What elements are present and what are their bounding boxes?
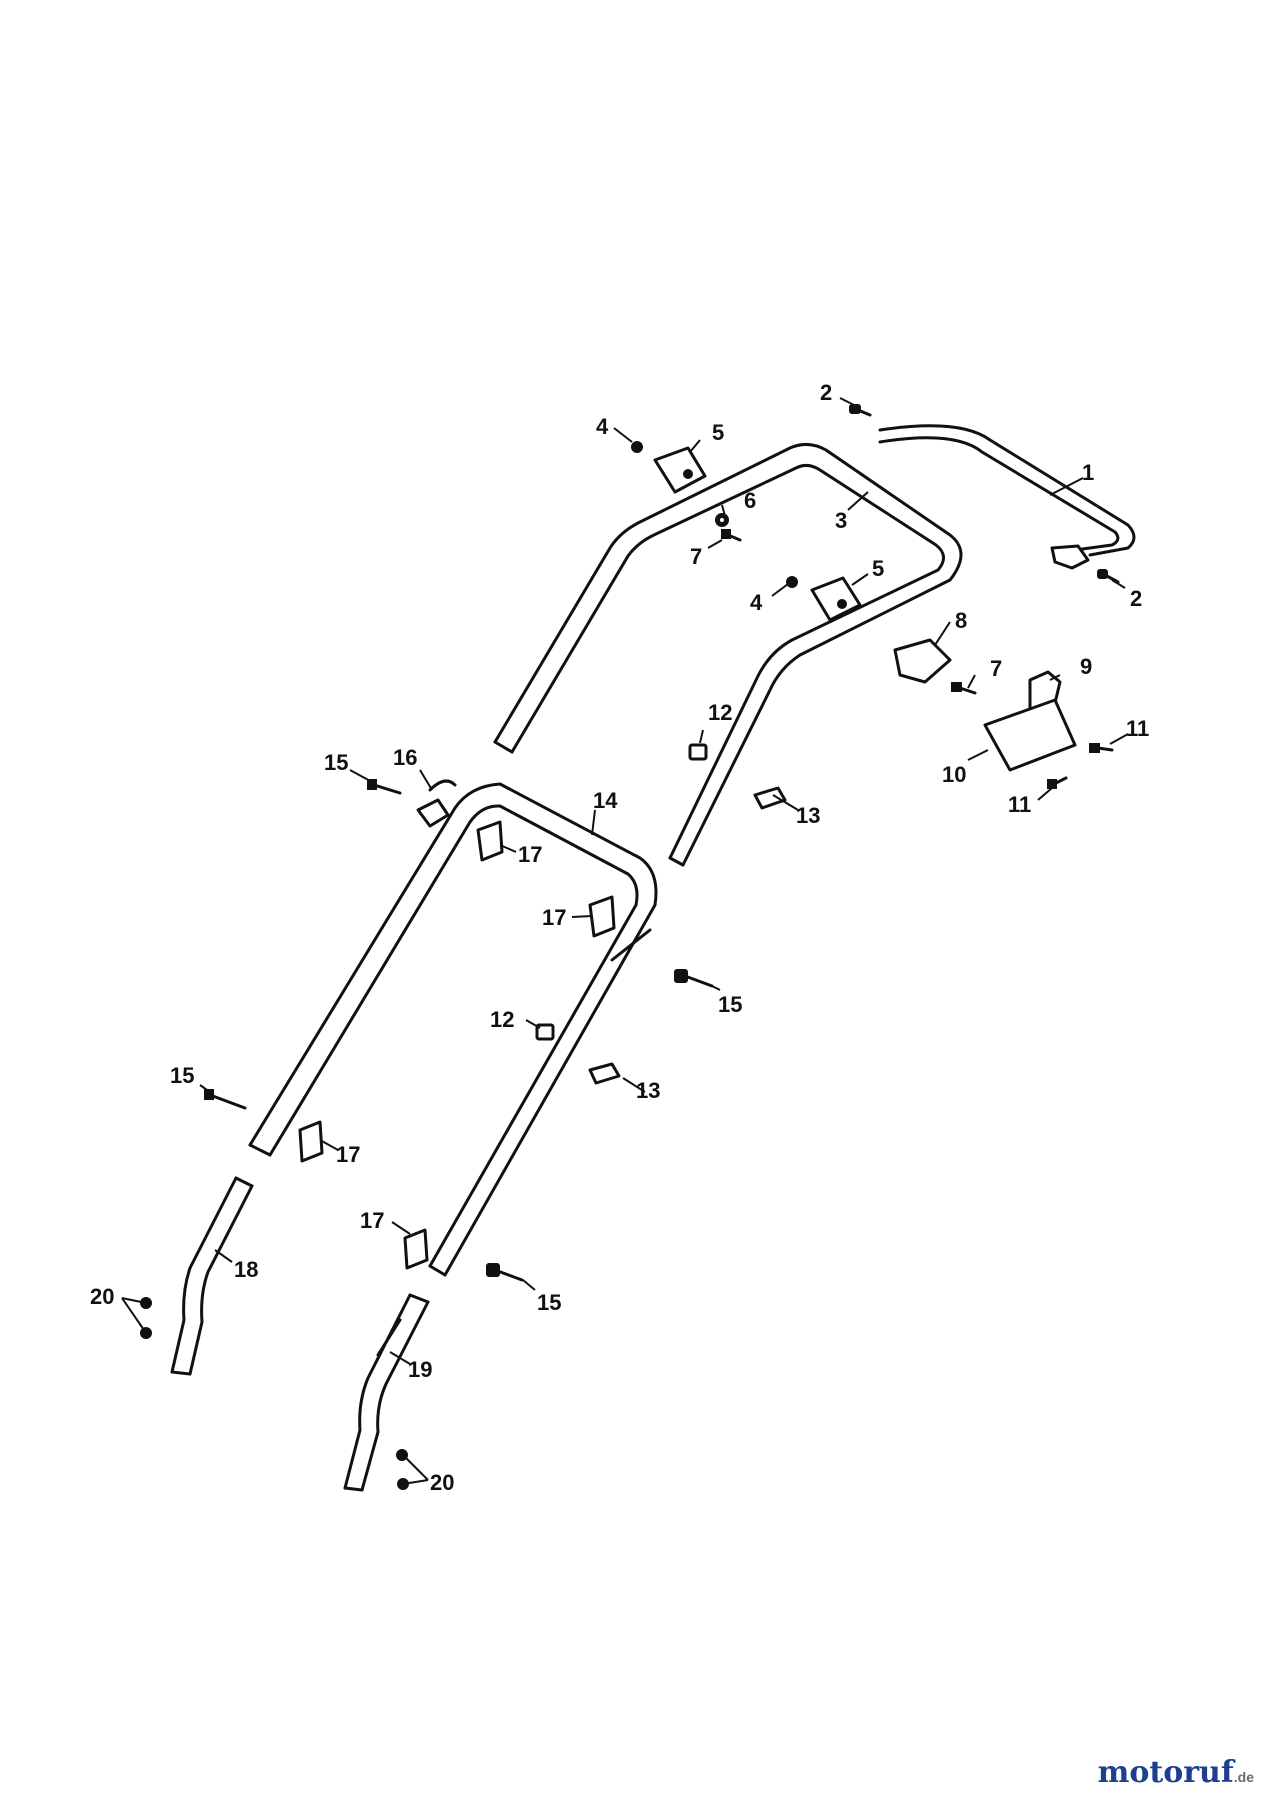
callout-17: 17 <box>542 905 566 930</box>
brand-name: motoruf <box>1097 1755 1234 1790</box>
callout-11: 11 <box>1008 792 1031 817</box>
brand-logo: motoruf.de <box>1098 1755 1254 1790</box>
callout-6: 6 <box>744 488 756 513</box>
callout-15: 15 <box>718 992 742 1017</box>
callout-12: 12 <box>708 700 732 725</box>
callout-18: 18 <box>234 1257 258 1282</box>
upper-handle-bar <box>493 443 963 867</box>
cable-guide <box>893 638 952 684</box>
callout-4: 4 <box>596 414 609 439</box>
cable-clip <box>416 779 457 828</box>
callout-8: 8 <box>955 608 967 633</box>
callout-10: 10 <box>942 762 966 787</box>
callout-16: 16 <box>393 745 417 770</box>
callout-3: 3 <box>835 508 847 533</box>
callout-7: 7 <box>990 656 1002 681</box>
lower-handle-bar <box>248 782 658 1277</box>
leader-lines <box>121 397 1129 1485</box>
callout-17: 17 <box>518 842 542 867</box>
callout-14: 14 <box>593 788 618 813</box>
callout-9: 9 <box>1080 654 1092 679</box>
callout-13: 13 <box>796 803 820 828</box>
brand-suffix: .de <box>1233 1769 1254 1785</box>
callout-2: 2 <box>820 380 832 405</box>
callout-19: 19 <box>408 1357 432 1382</box>
lower-left-tube <box>170 1176 254 1376</box>
callout-20: 20 <box>90 1284 114 1309</box>
handle-clamps <box>653 446 862 622</box>
bail-lever <box>878 424 1136 570</box>
callout-2: 2 <box>1130 586 1142 611</box>
callout-11: 11 <box>1126 716 1149 741</box>
callout-15: 15 <box>170 1063 194 1088</box>
callout-17: 17 <box>336 1142 360 1167</box>
callout-5: 5 <box>712 420 724 445</box>
callout-15: 15 <box>324 750 348 775</box>
callout-13: 13 <box>636 1078 660 1103</box>
callouts: 1 2 2 3 4 4 5 5 6 7 7 8 9 10 11 11 12 12… <box>90 380 1149 1495</box>
hardware <box>140 404 1120 1490</box>
callout-7: 7 <box>690 544 702 569</box>
control-lever <box>983 670 1077 772</box>
star-knobs <box>298 820 616 1270</box>
callout-17: 17 <box>360 1208 384 1233</box>
callout-1: 1 <box>1082 460 1094 485</box>
callout-5: 5 <box>872 556 884 581</box>
lower-right-tube <box>343 1293 430 1492</box>
callout-15: 15 <box>537 1290 561 1315</box>
callout-20: 20 <box>430 1470 454 1495</box>
callout-12: 12 <box>490 1007 514 1032</box>
callout-4: 4 <box>750 590 763 615</box>
